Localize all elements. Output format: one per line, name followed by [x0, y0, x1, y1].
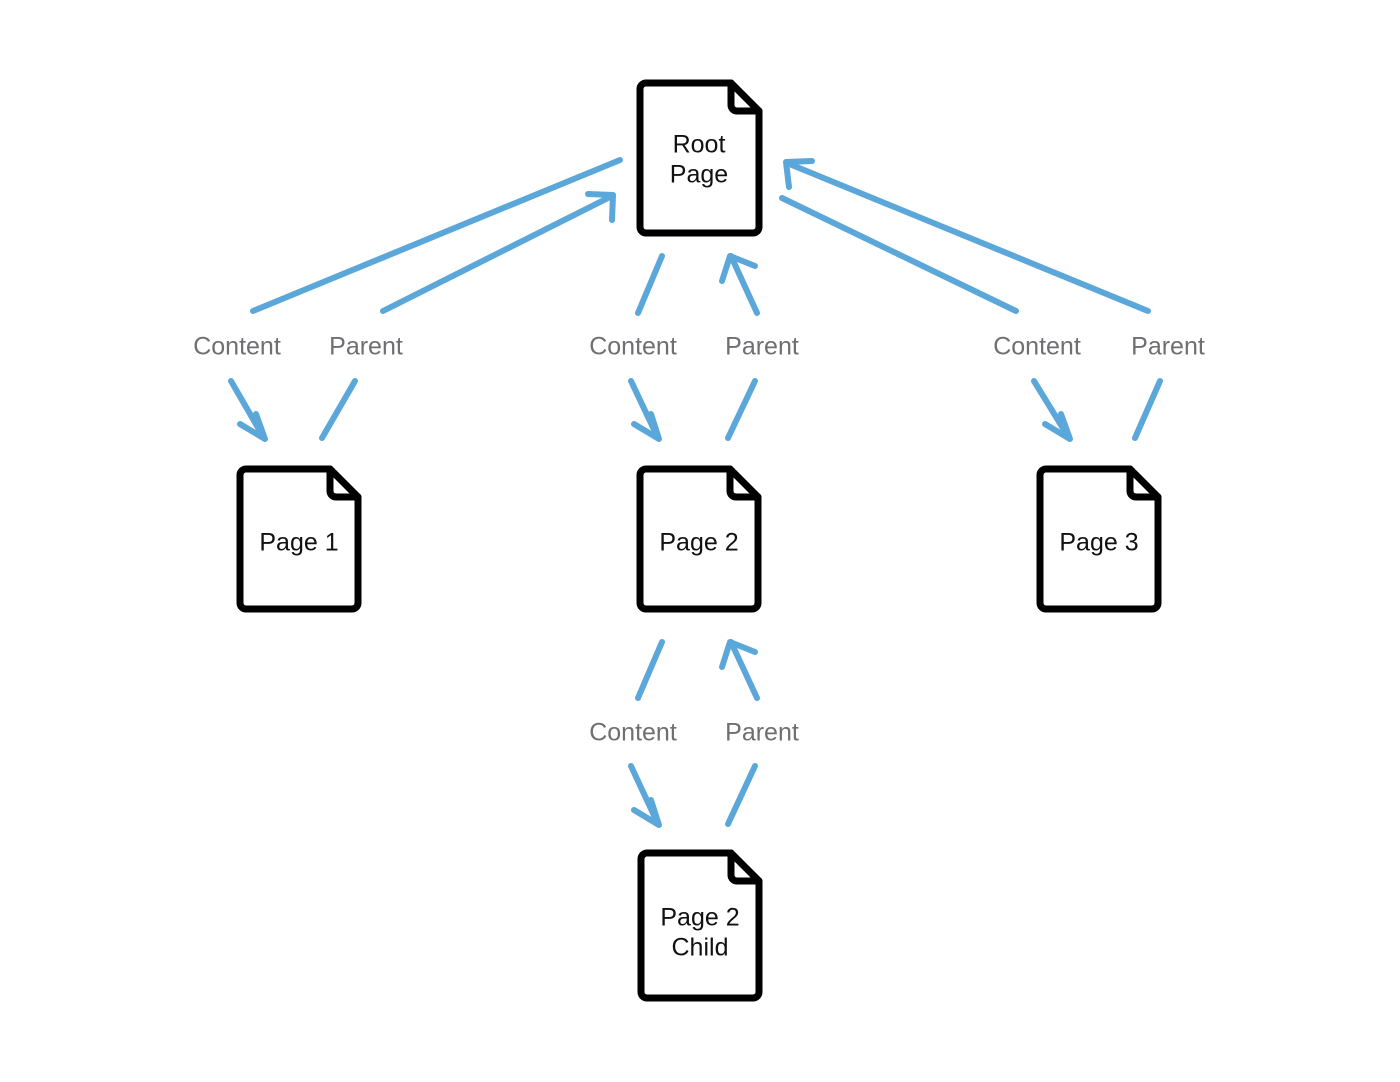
edge-child-to-page2-parent-upper — [728, 639, 760, 701]
edge-child-to-page2-parent-arrowhead — [719, 639, 758, 670]
edge-root-to-page2-content-upper — [635, 253, 665, 316]
document-page-icon — [1036, 465, 1162, 613]
edge-page3-to-root-parent-arrowhead — [783, 158, 815, 190]
page-fold-icon — [726, 465, 762, 501]
page-fold-icon — [727, 79, 763, 115]
node-root-page[interactable]: Root Page — [636, 79, 763, 237]
node-label-page-2: Page 2 — [659, 529, 738, 557]
node-page-2-child[interactable]: Page 2 Child — [637, 849, 763, 1002]
node-label-child-line1: Page 2 — [660, 904, 739, 932]
edge-root-to-page1-content-upper — [250, 157, 623, 314]
node-label-child-line2: Child — [672, 934, 729, 962]
edge-page3-to-root-parent-lower — [1132, 378, 1163, 441]
edge-page1-to-root-parent-upper — [380, 193, 615, 314]
edge-page3-to-root-parent-upper — [784, 160, 1151, 314]
page-fold-icon — [326, 465, 362, 501]
edge-root-to-page3-content-arrowhead — [1042, 411, 1073, 442]
document-page-icon — [236, 465, 362, 613]
edge-group-root-page1 — [228, 157, 623, 442]
node-page-2[interactable]: Page 2 — [636, 465, 762, 613]
document-page-icon — [636, 79, 763, 237]
node-label-page-3: Page 3 — [1059, 529, 1138, 557]
edge-labels: Content Parent Content Parent Content Pa… — [193, 333, 1205, 747]
edge-label-child-parent: Parent — [725, 719, 799, 747]
node-label-page-1: Page 1 — [259, 529, 338, 557]
document-page-icon — [636, 465, 762, 613]
edge-label-page2-content: Content — [589, 333, 677, 361]
node-label-root-line1: Root — [673, 131, 726, 159]
edge-label-page2-parent: Parent — [725, 333, 799, 361]
edge-group-root-page3 — [779, 158, 1163, 442]
document-page-icon — [637, 849, 763, 1002]
edge-page2-to-child-content-upper — [635, 639, 665, 701]
edge-group-page2-child — [628, 639, 760, 828]
edge-page2-to-child-content-arrowhead — [631, 797, 662, 828]
edge-label-page3-content: Content — [993, 333, 1081, 361]
page-fold-icon — [727, 849, 763, 885]
edge-page2-to-root-parent-lower — [725, 378, 758, 441]
node-label-root-line2: Page — [670, 161, 728, 189]
page-fold-icon — [1126, 465, 1162, 501]
edge-page1-to-root-parent-lower — [319, 378, 358, 441]
edge-label-child-content: Content — [589, 719, 677, 747]
edge-child-to-page2-parent-lower — [725, 763, 758, 827]
edge-page2-to-root-parent-upper — [728, 253, 760, 316]
edge-group-root-page2 — [628, 253, 760, 442]
edge-page2-to-root-parent-arrowhead — [719, 253, 758, 284]
edge-page1-to-root-parent-arrowhead — [585, 191, 616, 223]
node-page-1[interactable]: Page 1 — [236, 465, 362, 613]
edge-root-to-page1-content-arrowhead — [237, 411, 268, 442]
edge-label-page1-parent: Parent — [329, 333, 403, 361]
edge-root-to-page2-content-arrowhead — [631, 411, 662, 442]
edge-label-page1-content: Content — [193, 333, 281, 361]
node-page-3[interactable]: Page 3 — [1036, 465, 1162, 613]
edge-label-page3-parent: Parent — [1131, 333, 1205, 361]
edge-root-to-page3-content-upper — [779, 195, 1019, 314]
